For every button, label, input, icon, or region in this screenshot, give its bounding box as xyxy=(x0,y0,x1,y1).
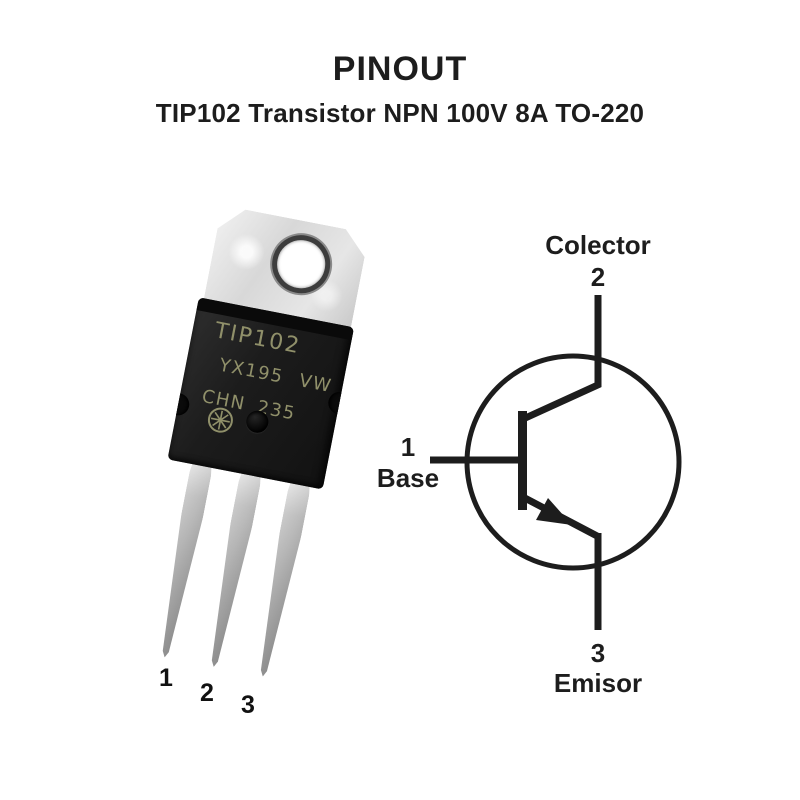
marking-lot-code: YX195 VW xyxy=(217,354,334,398)
mounting-hole xyxy=(267,230,335,298)
transistor-package-photo: TIP102 YX195 VW CHN 235 xyxy=(134,205,369,685)
edge-notch-left xyxy=(167,391,192,418)
transistor-symbol xyxy=(430,295,682,630)
npn-schematic: Colector 2 1 Base 3 Emisor xyxy=(377,230,800,700)
marking-part-number: TIP102 xyxy=(212,318,303,360)
collector-diagonal-line xyxy=(519,380,602,424)
collector-label: Colector xyxy=(545,230,651,260)
emitter-pin-number: 3 xyxy=(590,638,606,668)
pin-leg-1 xyxy=(154,459,214,660)
pin-number-label-1: 1 xyxy=(159,664,173,692)
pin-leg-2 xyxy=(203,468,263,669)
page-subtitle: TIP102 Transistor NPN 100V 8A TO-220 xyxy=(155,98,645,128)
pin-number-label-2: 2 xyxy=(200,679,214,707)
base-label: Base xyxy=(376,463,440,493)
emitter-label: Emisor xyxy=(553,668,643,698)
plastic-body: TIP102 YX195 VW CHN 235 xyxy=(167,297,355,490)
pin-leg-3 xyxy=(252,478,312,679)
base-pin-number: 1 xyxy=(400,432,416,462)
page-title: PINOUT xyxy=(332,50,468,88)
emitter-arrowhead xyxy=(536,498,572,525)
collector-pin-number: 2 xyxy=(590,262,606,292)
starburst-logo-icon xyxy=(207,407,233,433)
pin-number-label-3: 3 xyxy=(241,691,255,719)
